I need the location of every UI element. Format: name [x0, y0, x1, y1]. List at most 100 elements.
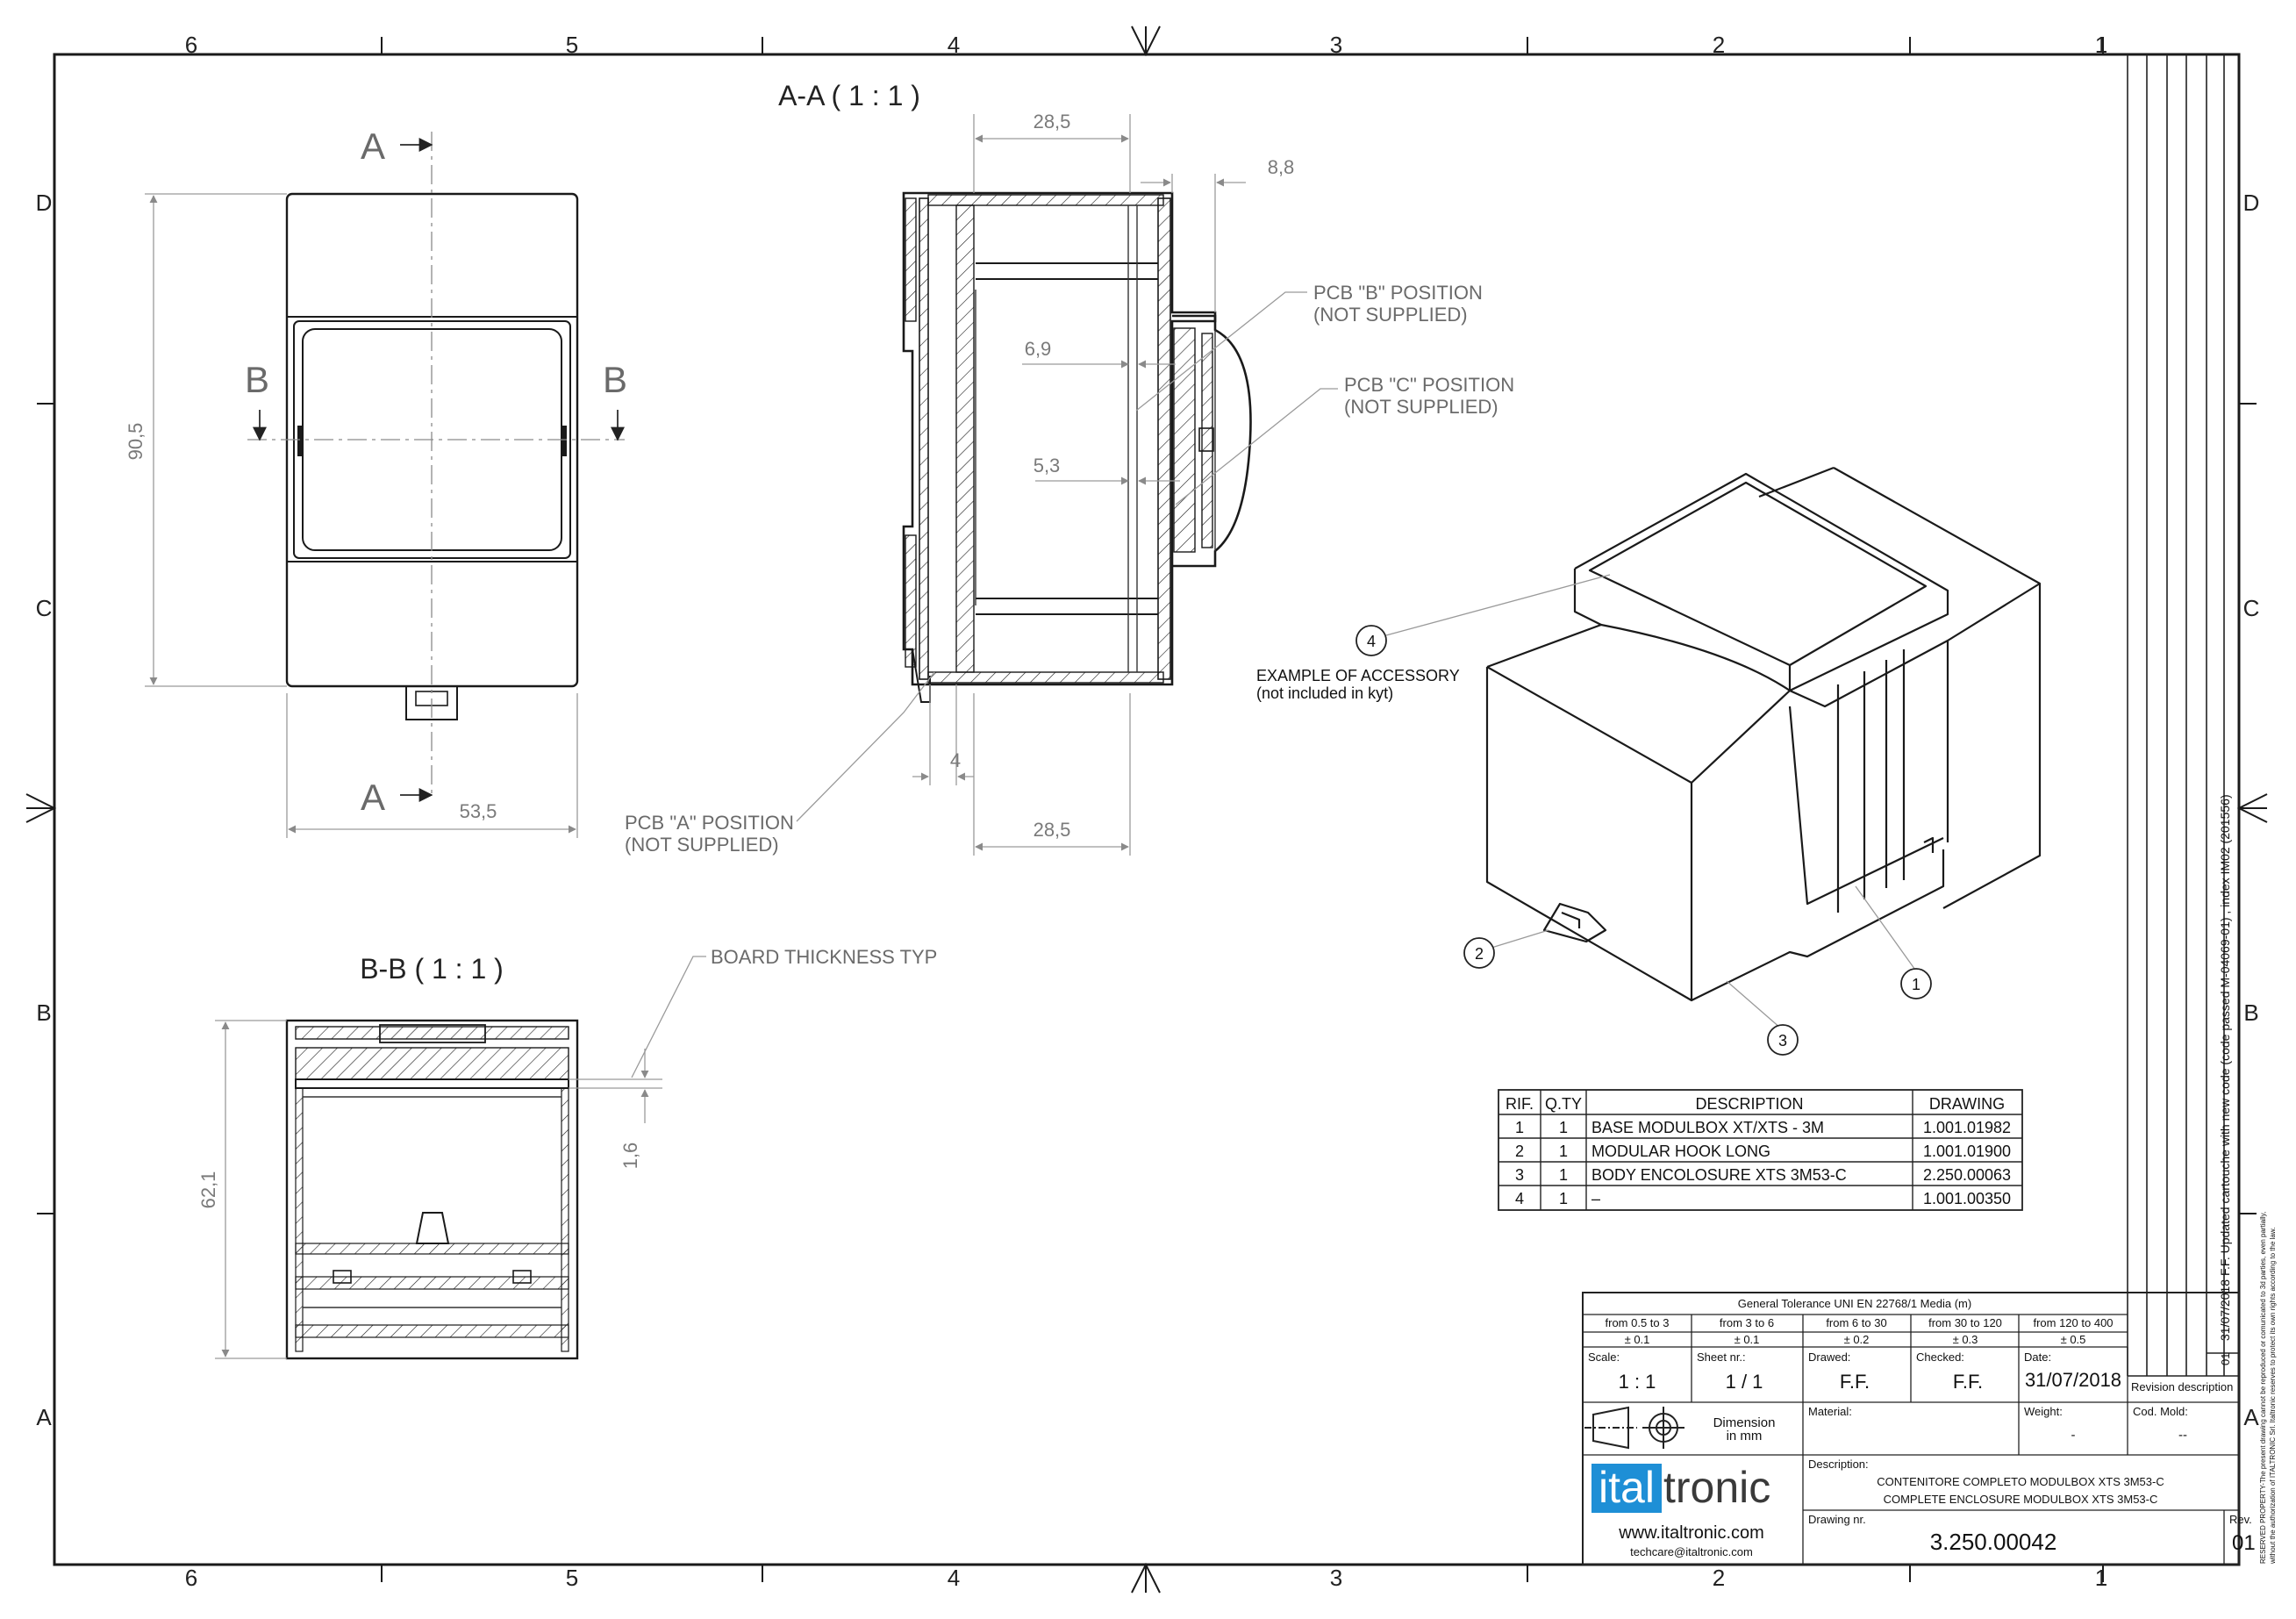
table-cell: –: [1591, 1190, 1600, 1207]
note-pcb-a: (NOT SUPPLIED): [625, 834, 779, 856]
note-accessory: EXAMPLE OF ACCESSORY: [1256, 667, 1460, 684]
grid-col-label: 3: [1330, 32, 1342, 58]
grid-row-label: A: [2243, 1404, 2259, 1430]
table-cell: 1: [1515, 1119, 1524, 1136]
note-pcb-c: (NOT SUPPLIED): [1344, 396, 1498, 418]
italtronic-logo: ital tronic: [1591, 1463, 1770, 1513]
revision-description-label: Revision description: [2131, 1380, 2233, 1393]
logo-tronic: tronic: [1663, 1463, 1770, 1512]
dim-height-front: 90,5: [125, 423, 147, 461]
grid-col-label: 4: [948, 32, 960, 58]
website: www.italtronic.com: [1618, 1523, 1764, 1543]
mold-value: --: [2178, 1428, 2187, 1443]
grid-row-label: B: [2243, 999, 2258, 1026]
email: techcare@italtronic.com: [1630, 1545, 1753, 1558]
tolerance-title: General Tolerance UNI EN 22768/1 Media (…: [1738, 1297, 1971, 1310]
projection-symbol-icon: [1584, 1406, 1684, 1450]
note-pcb-c: PCB "C" POSITION: [1344, 374, 1514, 396]
grid-col-label: 5: [566, 32, 578, 58]
reserved-notice: RESERVED PROPERTY-The present drawing ca…: [2259, 1212, 2267, 1564]
title-block: General Tolerance UNI EN 22768/1 Media (…: [1582, 1292, 2256, 1565]
grid-row-label: C: [2243, 595, 2260, 621]
grid-col-label: 4: [948, 1565, 960, 1591]
note-pcb-a: PCB "A" POSITION: [625, 812, 794, 834]
drawing-nr-label: Drawing nr.: [1808, 1513, 1866, 1526]
cut-label-b: B: [603, 359, 627, 400]
dim-pcb-c-offset: 5,3: [1034, 455, 1061, 476]
table-cell: 2: [1515, 1143, 1524, 1160]
grid-row-label: D: [36, 190, 53, 216]
section-aa-view: A-A ( 1 : 1 ) 28,5 8,8: [625, 80, 1514, 856]
dim-pcb-b-offset: 6,9: [1025, 338, 1052, 360]
table-header: Q.TY: [1545, 1095, 1582, 1113]
mold-label: Cod. Mold:: [2133, 1405, 2188, 1418]
description-en: COMPLETE ENCLOSURE MODULBOX XTS 3M53-C: [1884, 1493, 2158, 1506]
tolerance-value: ± 0.5: [2061, 1333, 2086, 1346]
tolerance-value: ± 0.1: [1735, 1333, 1760, 1346]
grid-col-label: 6: [185, 32, 197, 58]
drawing-frame: [25, 25, 2268, 1594]
front-view: A A B B 90,5 53,5: [125, 125, 627, 838]
note-pcb-b: (NOT SUPPLIED): [1313, 304, 1468, 326]
tolerance-value: ± 0.2: [1844, 1333, 1870, 1346]
tolerance-value: ± 0.3: [1953, 1333, 1978, 1346]
grid-col-label: 2: [1713, 32, 1725, 58]
balloon-3: 3: [1778, 1032, 1787, 1049]
note-pcb-b: PCB "B" POSITION: [1313, 282, 1483, 304]
material-label: Material:: [1808, 1405, 1852, 1418]
isometric-view: [1485, 466, 2042, 1002]
drawing-number: 3.250.00042: [1930, 1529, 2057, 1555]
revision-number: 01: [2219, 1353, 2232, 1365]
drawed-value: F.F.: [1840, 1371, 1870, 1393]
checked-value: F.F.: [1953, 1371, 1983, 1393]
table-cell: MODULAR HOOK LONG: [1591, 1143, 1770, 1160]
table-cell: 1.001.01900: [1923, 1143, 2011, 1160]
reserved-notice: without the authorization of ITALTRONIC …: [2269, 1228, 2277, 1565]
cut-label-a: A: [361, 125, 385, 167]
table-cell: 1: [1559, 1143, 1568, 1160]
cut-label-a: A: [361, 777, 385, 818]
tolerance-range: from 30 to 120: [1928, 1316, 2002, 1329]
dim-top-section: 28,5: [1034, 111, 1071, 133]
description-label: Description:: [1808, 1458, 1869, 1471]
dim-bottom-section: 28,5: [1034, 819, 1071, 841]
tolerance-range: from 3 to 6: [1720, 1316, 1774, 1329]
description-it: CONTENITORE COMPLETO MODULBOX XTS 3M53-C: [1877, 1475, 2164, 1488]
dim-board-thickness: 1,6: [619, 1143, 641, 1170]
revision-text: 31/07/2018 F.F. Updated cartouche with n…: [2218, 794, 2232, 1341]
parts-table: RIF. Q.TY DESCRIPTION DRAWING 1 1 BASE M…: [1498, 1089, 2023, 1211]
dim-side-protrusion: 8,8: [1268, 156, 1295, 178]
rev-label: Rev.: [2229, 1513, 2252, 1526]
tolerance-value: ± 0.1: [1625, 1333, 1650, 1346]
grid-col-label: 3: [1330, 1565, 1342, 1591]
table-cell: BODY ENCOLOSURE XTS 3M53-C: [1591, 1166, 1847, 1184]
date-label: Date:: [2024, 1350, 2051, 1364]
grid-row-label: B: [36, 999, 51, 1026]
dimension-note: Dimension: [1713, 1415, 1776, 1430]
note-accessory: (not included in kyt): [1256, 684, 1393, 702]
dim-pcb-a-offset: 4: [950, 749, 961, 771]
balloons: 1 2 3 4 EXAMPLE OF ACCESSORY (not includ…: [1256, 574, 1932, 1056]
sheet-label: Sheet nr.:: [1697, 1350, 1746, 1364]
table-cell: 1: [1559, 1119, 1568, 1136]
balloon-4: 4: [1367, 633, 1376, 650]
note-board-thickness: BOARD THICKNESS TYP: [711, 946, 937, 968]
table-header: DRAWING: [1929, 1095, 2005, 1113]
tolerance-range: from 120 to 400: [2033, 1316, 2113, 1329]
table-cell: 1.001.00350: [1923, 1190, 2011, 1207]
table-cell: 4: [1515, 1190, 1524, 1207]
dimension-note: in mm: [1727, 1429, 1763, 1443]
section-aa-title: A-A ( 1 : 1 ): [778, 80, 920, 111]
grid-col-label: 1: [2095, 1565, 2107, 1591]
scale-label: Scale:: [1588, 1350, 1620, 1364]
logo-ital: ital: [1599, 1463, 1655, 1512]
table-cell: 3: [1515, 1166, 1524, 1184]
table-cell: 1.001.01982: [1923, 1119, 2011, 1136]
grid-col-label: 2: [1713, 1565, 1725, 1591]
weight-value: -: [2071, 1428, 2076, 1443]
grid-labels: 6 5 4 3 2 1 6 5 4 3 2 1 D C B A D C B A: [36, 32, 2260, 1591]
grid-row-label: A: [36, 1404, 52, 1430]
table-cell: 1: [1559, 1190, 1568, 1207]
checked-label: Checked:: [1916, 1350, 1964, 1364]
